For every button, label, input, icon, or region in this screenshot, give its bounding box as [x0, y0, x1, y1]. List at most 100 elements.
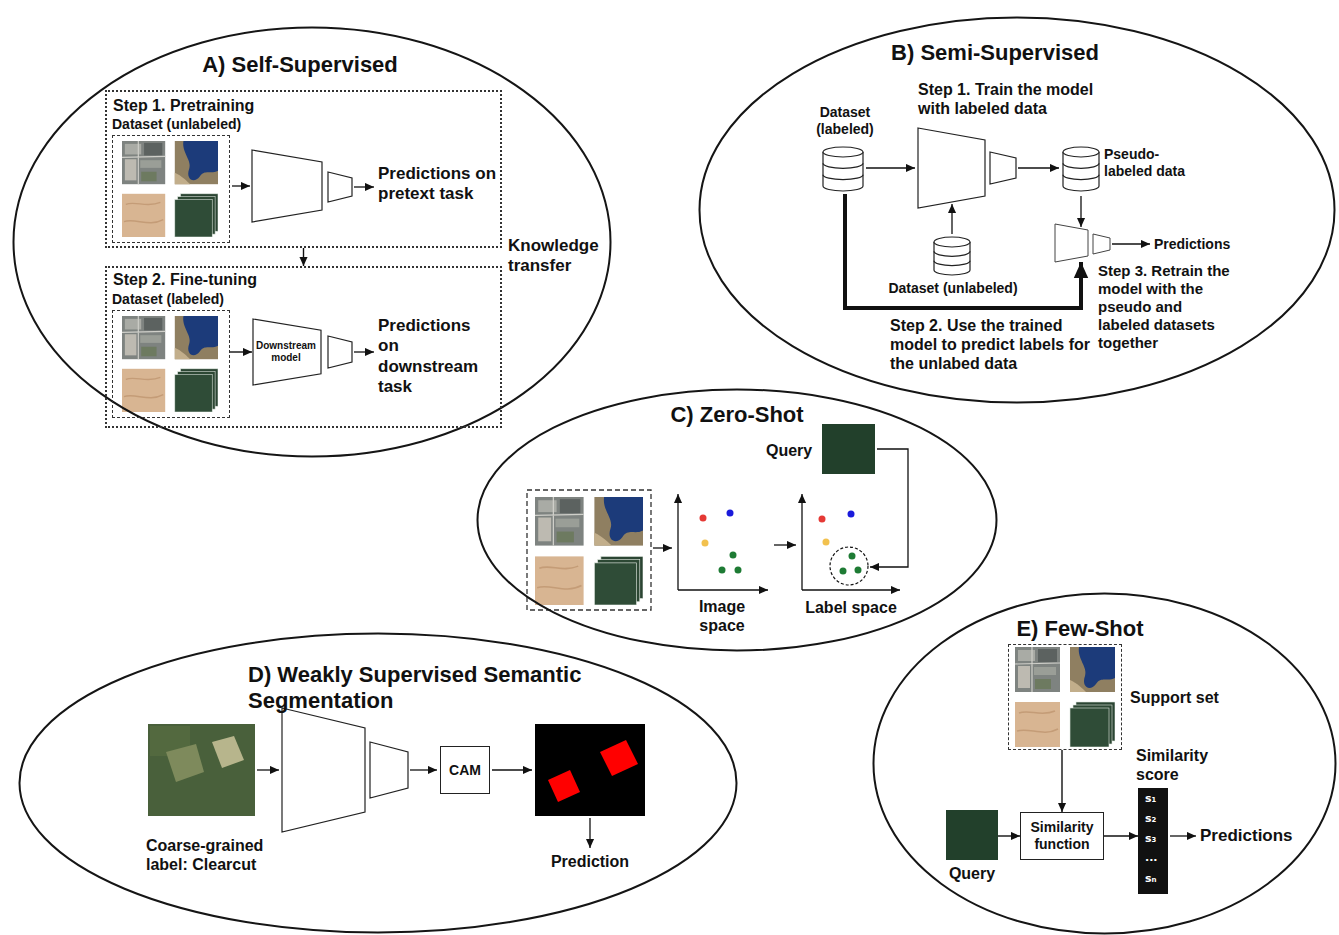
step-heading: Step 1. Pretraining — [113, 96, 373, 115]
axis — [802, 589, 900, 590]
score-item: s₁ — [1145, 792, 1167, 805]
dataset-box — [527, 490, 651, 610]
cylinder-band — [823, 175, 863, 180]
dataset-heading: Dataset (labeled) — [112, 291, 282, 308]
embedding-dot — [702, 540, 709, 547]
flow-arrow — [998, 835, 1020, 836]
score-item: s₃ — [1145, 832, 1167, 845]
ellipse-outline — [478, 390, 997, 651]
dataset-heading: Pseudo-labeled data — [1104, 146, 1199, 180]
output-label: Predictions — [1154, 236, 1244, 253]
flow-arrow — [1080, 196, 1081, 227]
cam-label: CAM — [442, 762, 488, 779]
flow-arrow — [232, 185, 250, 186]
database-cylinder-shape — [933, 236, 971, 276]
axis — [801, 494, 802, 590]
flow-arrow — [589, 818, 590, 848]
query-image-shape — [946, 810, 998, 860]
clearcut-patch — [212, 736, 244, 768]
segmentation-mask — [535, 724, 645, 816]
query-label: Query — [944, 864, 1000, 883]
cylinder-top — [823, 147, 863, 157]
dataset-box-shape — [112, 135, 230, 243]
support-set-label: Support set — [1130, 688, 1230, 707]
embedding-dot — [848, 511, 855, 518]
query-label: Query — [766, 441, 820, 460]
encoder-trapezoid — [282, 708, 365, 832]
head-trapezoid — [1093, 234, 1110, 254]
query-image: Query — [944, 810, 1000, 886]
database-cylinder-shape — [822, 146, 864, 192]
mask-region — [548, 770, 580, 802]
ellipse-outline — [20, 634, 737, 933]
embedding-dot — [727, 510, 734, 517]
query-arrow — [870, 449, 908, 567]
satellite-images — [1015, 647, 1115, 747]
score-item: sₙ — [1145, 872, 1167, 885]
flow-arrow — [866, 167, 915, 168]
trapezoid-outline — [253, 319, 321, 385]
embedding-dot — [819, 516, 826, 523]
model-trapezoid: Downstream model — [252, 318, 322, 386]
cylinder-body — [823, 152, 863, 191]
step-box: Step 2. Fine-tuningDataset (labeled)Down… — [105, 266, 502, 428]
satellite-images — [535, 497, 643, 605]
embedding-dot — [855, 567, 862, 574]
flow-arrow — [1061, 750, 1062, 812]
output-label: Prediction — [545, 852, 635, 871]
satellite-images — [122, 141, 218, 237]
head-trapezoid — [370, 742, 408, 798]
flow-arrow — [354, 351, 374, 352]
dataset-heading: Dataset (unlabeled) — [112, 116, 282, 133]
score-bar: Similarity scores₁s₂s₃...sₙ — [1134, 746, 1216, 894]
flow-arrow — [303, 248, 304, 266]
function-box: Similarity function — [1020, 812, 1104, 860]
flow-arrow — [410, 769, 437, 770]
dataset-heading: Dataset (labeled) — [805, 104, 885, 138]
database-cylinder: Dataset (unlabeled) — [878, 236, 1028, 300]
panel-title: C) Zero-Shot — [657, 402, 817, 428]
axis-label: Image space — [686, 597, 758, 635]
step-description: Step 2. Use the trained model to predict… — [890, 316, 1095, 374]
cylinder-band — [1063, 163, 1099, 168]
embedding-dot — [719, 567, 726, 574]
clearcut-patch — [166, 744, 204, 782]
dataset-box: Dataset (unlabeled) — [110, 116, 280, 243]
embedding-dot — [823, 539, 830, 546]
panel-title: D) Weakly Supervised Semantic Segmentati… — [248, 662, 608, 715]
match-circle — [830, 547, 868, 585]
flow-arrow — [653, 547, 672, 548]
embedding-dot — [849, 553, 856, 560]
output-label: Predictions on pretext task — [378, 164, 513, 205]
cylinder-band — [934, 261, 970, 266]
dataset-box-shape — [112, 310, 230, 418]
ellipse-outline — [700, 18, 1335, 403]
flow-arrow — [354, 186, 374, 187]
connector-group — [230, 248, 1138, 836]
embedding-dot — [735, 567, 742, 574]
cylinder-top — [1063, 147, 1099, 157]
flow-arrow — [257, 769, 279, 770]
query-image: Query — [764, 424, 876, 476]
panel-title: E) Few-Shot — [1010, 616, 1150, 642]
output-label: Predictions — [1200, 826, 1310, 846]
label-caption: Coarse-grained label: Clearcut — [146, 836, 282, 874]
transfer-label: Knowledge transfer — [508, 236, 604, 277]
flow-arrow — [230, 351, 252, 352]
satellite-images — [122, 316, 218, 412]
head-trapezoid — [990, 152, 1016, 184]
database-cylinder: Pseudo-labeled data — [1062, 146, 1202, 196]
head-trapezoid — [328, 336, 352, 368]
cam-box: CAM — [440, 746, 490, 794]
flow-arrow — [1112, 243, 1150, 244]
flow-arrow — [1018, 167, 1059, 168]
flow-arrow — [1170, 835, 1196, 836]
flow-arrow — [774, 544, 796, 545]
axis — [678, 589, 768, 590]
ellipse-outline — [14, 28, 611, 457]
panel-ellipse: D) Weakly Supervised Semantic Segmentati… — [18, 632, 738, 934]
step-description: Step 1. Train the model with labeled dat… — [918, 80, 1118, 118]
cylinder-top — [934, 237, 970, 247]
panel-ellipse: E) Few-ShotSupport setQuery Similarity fu… — [872, 592, 1337, 935]
